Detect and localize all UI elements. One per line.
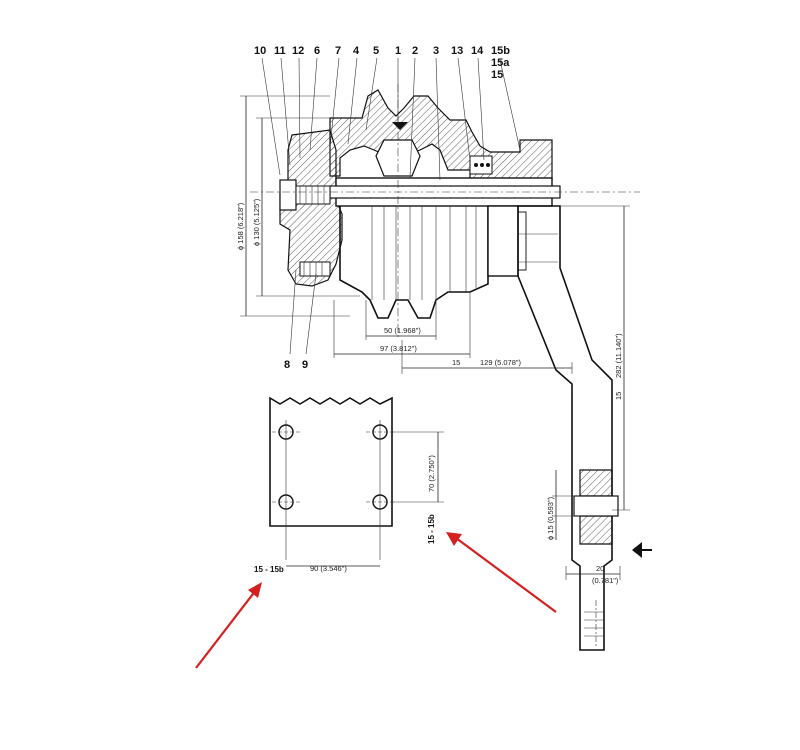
dim-section-15-a: 15: [452, 358, 460, 367]
callout-1: 1: [395, 45, 401, 57]
callout-8: 8: [284, 359, 290, 371]
roller-assembly: [250, 84, 640, 340]
section-label-left: 15 - 15b: [254, 565, 284, 574]
dim-section-15-b: 15: [614, 392, 623, 400]
red-arrow-right: [455, 537, 557, 613]
dim-diameter-158: ϕ 158 (6.218"): [236, 202, 245, 250]
red-arrowhead-right: [446, 532, 462, 546]
red-arrowhead-left: [248, 582, 262, 598]
callout-15b: 15b: [491, 45, 510, 57]
mounting-bracket-arm: [517, 205, 619, 651]
dim-width-20-inch: (0.781"): [592, 576, 619, 585]
callout-labels: 10 11 12 6 7 4 5 1 2 3 13 14 15b 15a 15 …: [254, 45, 510, 371]
section-labels: 15 - 15b 15 - 15b: [254, 514, 436, 574]
view-direction-arrow-icon: [632, 542, 642, 558]
dimension-lines: [240, 95, 652, 580]
dimension-labels: ϕ 158 (6.218") ϕ 130 (5.125") 50 (1.968"…: [236, 198, 623, 585]
dim-width-129: 129 (5.078"): [480, 358, 522, 367]
section-label-right: 15 - 15b: [427, 514, 436, 544]
dim-width-90: 90 (3.546"): [310, 564, 347, 573]
dim-width-50: 50 (1.968"): [384, 326, 421, 335]
callout-5: 5: [373, 45, 379, 57]
callout-13: 13: [451, 45, 463, 57]
plate-section-view: [269, 396, 394, 560]
callout-7: 7: [335, 45, 341, 57]
red-arrow-left: [195, 589, 257, 669]
callout-11: 11: [274, 45, 286, 57]
callout-leaders: [261, 57, 521, 355]
dim-diameter-130: ϕ 130 (5.125"): [252, 198, 261, 246]
callout-12: 12: [292, 45, 304, 57]
callout-14: 14: [471, 45, 484, 57]
callout-15a: 15a: [491, 57, 510, 69]
annotation-arrows: [195, 532, 557, 669]
dim-diameter-15: ϕ 15 (0.593"): [546, 496, 555, 540]
callout-4: 4: [353, 45, 360, 57]
dim-width-20: 20: [596, 564, 604, 573]
callout-15: 15: [491, 69, 503, 81]
callout-9: 9: [302, 359, 308, 371]
callout-2: 2: [412, 45, 418, 57]
callout-3: 3: [433, 45, 439, 57]
dim-width-97: 97 (3.812"): [380, 344, 417, 353]
dim-height-70: 70 (2.750"): [427, 455, 436, 492]
callout-6: 6: [314, 45, 320, 57]
dim-height-282: 282 (11.140"): [614, 333, 623, 378]
callout-10: 10: [254, 45, 266, 57]
